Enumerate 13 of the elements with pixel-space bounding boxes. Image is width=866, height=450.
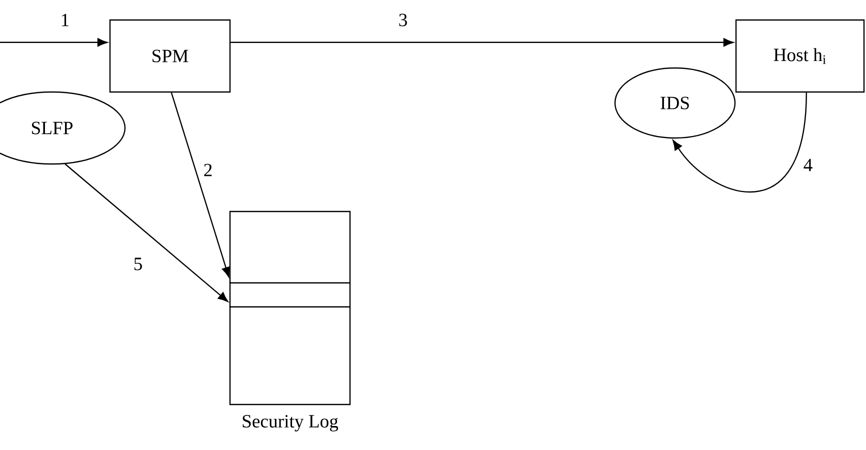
- arrow: [0, 38, 108, 47]
- edge-label: 4: [802, 158, 814, 172]
- arrow: [170, 92, 230, 278]
- edge-label: 5: [132, 256, 144, 272]
- arrow: [64, 164, 228, 302]
- edge-label: 2: [202, 162, 214, 178]
- host-box: Host h$_{i}$: [735, 19, 865, 93]
- edge-label: 1: [59, 12, 71, 28]
- edge-label: 3: [397, 12, 409, 28]
- arrow: [230, 38, 734, 47]
- arrow: [672, 92, 807, 192]
- process-box: SPM: [109, 19, 231, 93]
- node-label: Security Log: [242, 415, 338, 432]
